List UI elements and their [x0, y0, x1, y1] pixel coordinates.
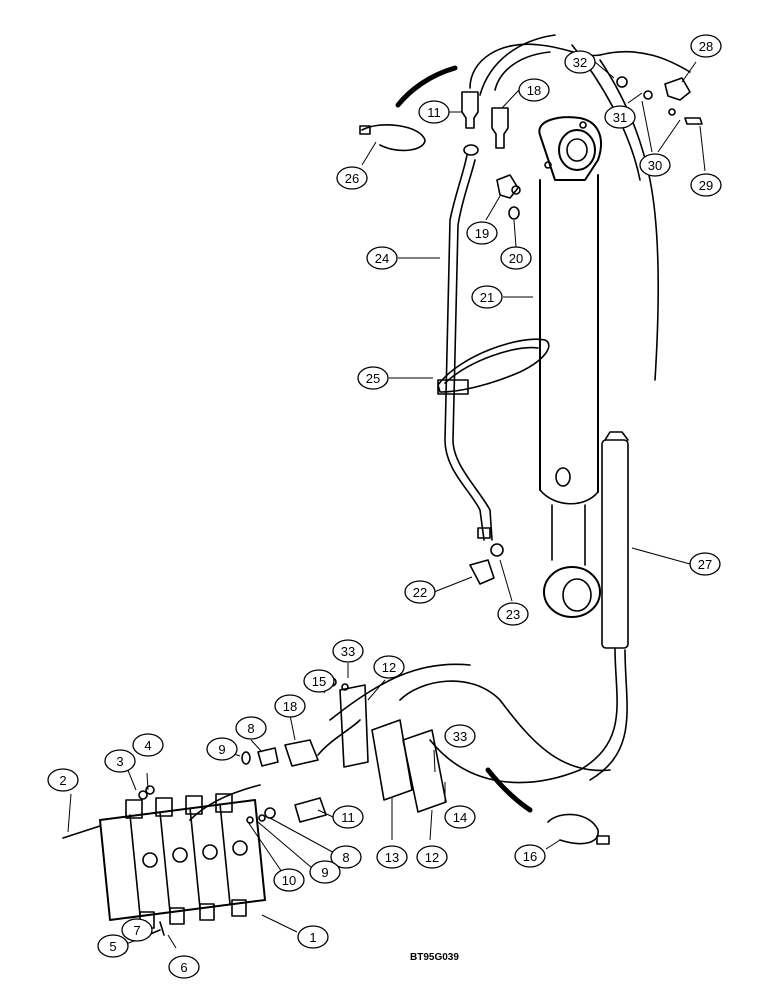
callout-19: 19	[466, 221, 498, 245]
callout-20: 20	[500, 246, 532, 270]
svg-text:5: 5	[109, 939, 116, 954]
svg-text:33: 33	[341, 644, 355, 659]
callout-3: 3	[104, 749, 136, 773]
svg-text:33: 33	[453, 729, 467, 744]
callout-33a: 33	[332, 639, 364, 663]
svg-text:9: 9	[218, 742, 225, 757]
svg-text:8: 8	[342, 850, 349, 865]
svg-text:3: 3	[116, 754, 123, 769]
callouts: 11 18 32 28 31 30 29 26 19 20 24 21 25 2…	[47, 34, 722, 979]
callout-24: 24	[366, 246, 398, 270]
svg-text:31: 31	[613, 110, 627, 125]
svg-text:26: 26	[345, 171, 359, 186]
svg-text:19: 19	[475, 226, 489, 241]
callout-22: 22	[404, 580, 436, 604]
svg-text:23: 23	[506, 607, 520, 622]
svg-text:18: 18	[283, 699, 297, 714]
callout-16: 16	[514, 844, 546, 868]
callout-18b: 18	[274, 694, 306, 718]
callout-12b: 12	[416, 845, 448, 869]
callout-14: 14	[444, 805, 476, 829]
callout-32: 32	[564, 50, 596, 74]
callout-27: 27	[689, 552, 721, 576]
callout-1: 1	[297, 925, 329, 949]
curve-arrow-bottom	[485, 767, 533, 813]
svg-text:22: 22	[413, 585, 427, 600]
callout-29: 29	[690, 173, 722, 197]
callout-18a: 18	[518, 78, 550, 102]
callout-9b: 9	[309, 860, 341, 884]
figure-code: BT95G039	[410, 952, 459, 963]
svg-text:13: 13	[385, 850, 399, 865]
svg-text:11: 11	[427, 105, 441, 120]
callout-7: 7	[121, 918, 153, 942]
callout-6: 6	[168, 955, 200, 979]
svg-text:18: 18	[527, 83, 541, 98]
svg-text:1: 1	[309, 930, 316, 945]
svg-text:9: 9	[321, 865, 328, 880]
svg-text:12: 12	[382, 660, 396, 675]
callout-13: 13	[376, 845, 408, 869]
leader-lines	[67, 61, 706, 949]
wire-ties	[359, 124, 610, 845]
long-hose	[329, 431, 629, 784]
svg-text:14: 14	[453, 810, 467, 825]
callout-23: 23	[497, 602, 529, 626]
lower-connectors	[189, 719, 361, 824]
callout-12a: 12	[373, 655, 405, 679]
callout-26: 26	[336, 166, 368, 190]
svg-text:32: 32	[573, 55, 587, 70]
control-valve	[62, 785, 266, 936]
svg-text:11: 11	[341, 810, 355, 825]
callout-15: 15	[303, 669, 335, 693]
callout-11a: 11	[418, 100, 450, 124]
callout-9a: 9	[206, 737, 238, 761]
callout-8b: 8	[330, 845, 362, 869]
svg-text:7: 7	[133, 923, 140, 938]
cylinder-fittings	[461, 91, 521, 585]
svg-text:27: 27	[698, 557, 712, 572]
svg-text:6: 6	[180, 960, 187, 975]
callout-5: 5	[97, 934, 129, 958]
clamp-band	[437, 338, 550, 395]
svg-text:20: 20	[509, 251, 523, 266]
svg-text:30: 30	[648, 158, 662, 173]
hydraulic-cylinder	[538, 116, 602, 618]
drawing	[62, 34, 703, 936]
manifold-blocks	[327, 677, 447, 813]
svg-text:24: 24	[375, 251, 389, 266]
upper-hoses	[469, 34, 691, 381]
curve-arrow-top	[395, 65, 458, 108]
callout-33b: 33	[444, 724, 476, 748]
svg-text:15: 15	[312, 674, 326, 689]
callout-30: 30	[639, 153, 671, 177]
svg-text:8: 8	[247, 721, 254, 736]
callout-10: 10	[273, 868, 305, 892]
callout-4: 4	[132, 733, 164, 757]
svg-text:28: 28	[699, 39, 713, 54]
svg-text:29: 29	[699, 178, 713, 193]
callout-31: 31	[604, 105, 636, 129]
callout-25: 25	[357, 366, 389, 390]
svg-text:10: 10	[282, 873, 296, 888]
tube-line	[444, 144, 493, 541]
callout-8a: 8	[235, 716, 267, 740]
svg-text:12: 12	[425, 850, 439, 865]
callout-2: 2	[47, 768, 79, 792]
svg-text:4: 4	[144, 738, 151, 753]
svg-text:25: 25	[366, 371, 380, 386]
callout-11b: 11	[332, 805, 364, 829]
svg-text:16: 16	[523, 849, 537, 864]
svg-text:21: 21	[480, 290, 494, 305]
callout-28: 28	[690, 34, 722, 58]
bracket-hardware	[616, 76, 703, 125]
callout-21: 21	[471, 285, 503, 309]
svg-text:2: 2	[59, 773, 66, 788]
